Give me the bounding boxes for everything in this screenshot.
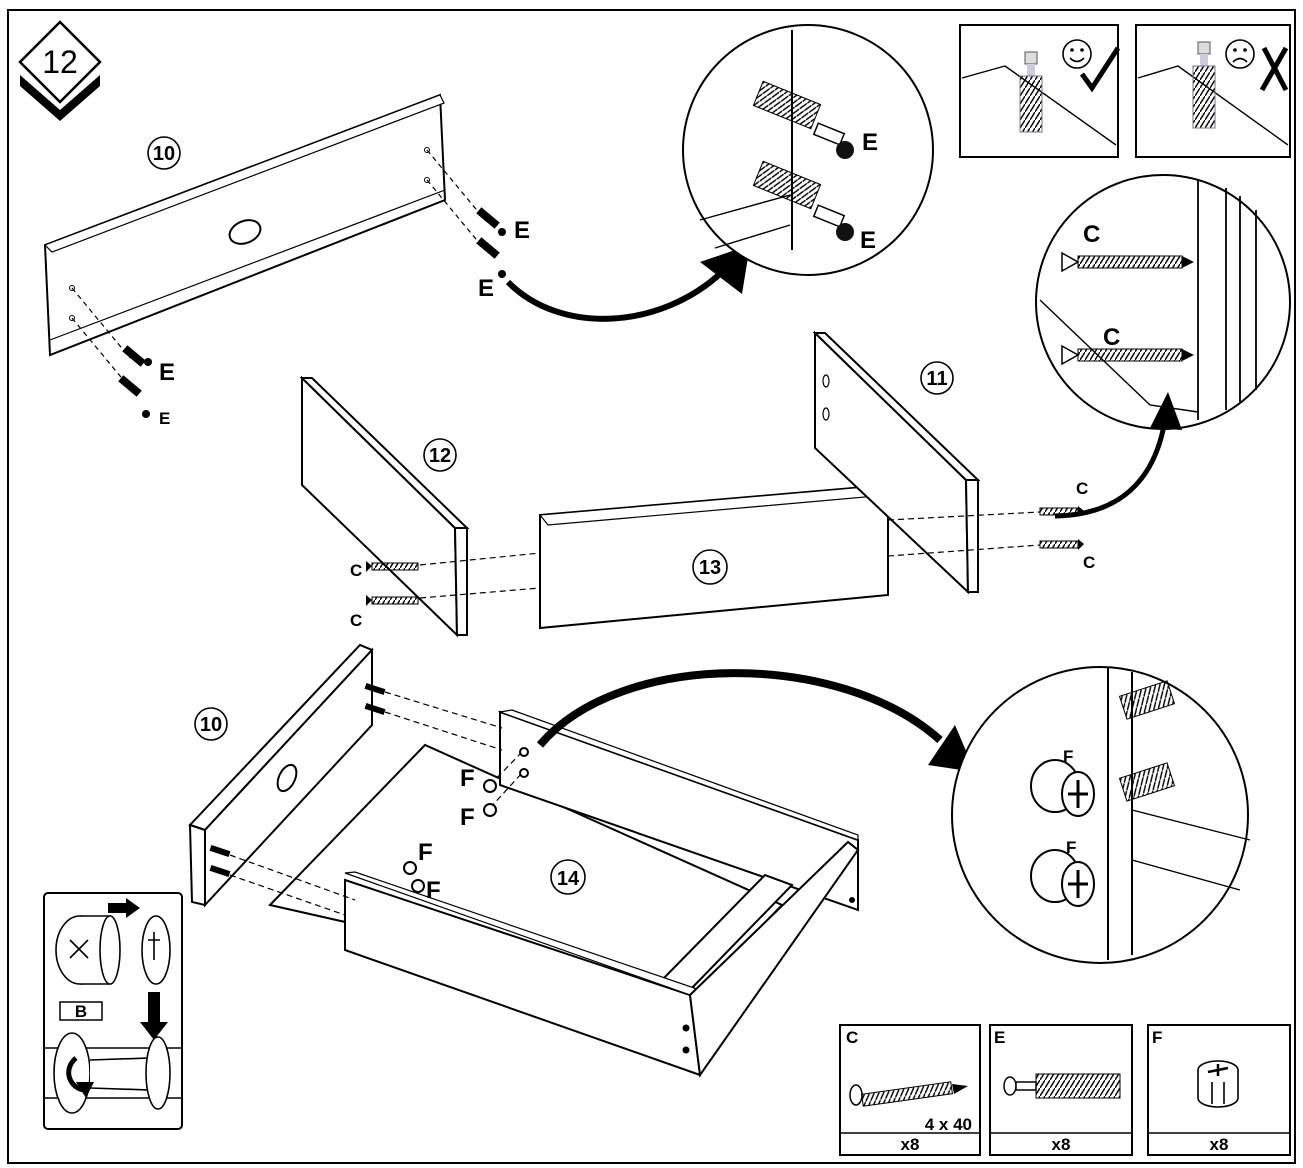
e-label-c: E [514,217,530,244]
cam-lock-icon [1197,1060,1239,1108]
part-label-13-ring [692,549,728,585]
cam-bolt-incorrect-icon [1192,41,1216,129]
arrow-to-e-zoom [505,269,725,322]
e-zoom-label-1: E [862,129,878,156]
c-label-a: C [350,561,362,580]
part-label-10-bottom: 10 [200,714,222,736]
part-label-14: 14 [557,868,580,890]
part-label-14-ring [550,859,586,895]
f-zoom-label-1: F [1063,747,1073,766]
c-screw-guides [419,511,1041,599]
part-label-10-bottom-ring [194,707,228,741]
arrow-head-c-zoom [1150,392,1182,430]
f-zoom-label-2: F [1066,838,1076,857]
c-screw-zoom [1035,174,1291,430]
panel-11 [812,330,981,595]
e-bolt-guides-top [71,149,486,389]
e-label-a: E [159,359,175,386]
c-zoom-label-2: C [1103,324,1120,351]
arrow-to-f-zoom [536,669,943,748]
panel-13 [538,483,889,630]
e-bolt-zoom [682,24,934,276]
f-label-a: F [460,765,475,792]
e-label-b: E [159,409,170,428]
f-label-b: F [460,804,475,831]
part-label-11-ring [920,361,954,395]
panel-10-bottom [188,643,374,908]
part-label-10-top-ring [147,136,181,170]
hardware-cell-f [1147,1024,1291,1156]
c-screws-row2 [366,506,1084,606]
arrow-to-c-zoom [1054,419,1168,519]
hardware-cell-c [839,1024,981,1156]
hardware-qty-e: x8 [1052,1135,1071,1154]
step-badge: 12 [18,20,102,121]
hardware-table [839,1024,1291,1156]
c-label-c: C [1076,479,1088,498]
frown-cross-icon [1225,39,1289,92]
e-label-d: E [478,275,494,302]
f-label-d: F [426,877,441,904]
hardware-letter-c: C [846,1028,858,1047]
panel-12 [299,375,470,638]
part-label-12: 12 [429,445,451,467]
smile-check-icon [1062,39,1121,93]
panel-10-top [43,93,447,357]
e-zoom-label-2: E [860,227,876,254]
part-label-13: 13 [699,557,721,579]
f-cam-locks [403,747,529,893]
hardware-cell-e [989,1024,1133,1156]
part-label-10-top: 10 [153,143,175,165]
hardware-letter-e: E [994,1028,1005,1047]
arrow-head-e-zoom [700,245,750,294]
f-cam-zoom [951,666,1251,964]
correct-fitting-box [959,24,1121,158]
incorrect-fitting-box [1135,24,1291,158]
wood-screw-icon [849,1081,968,1107]
hardware-qty-c: x8 [901,1135,920,1154]
part-label-11: 11 [926,368,947,390]
page-border [7,9,1296,1164]
hardware-qty-f: x8 [1210,1135,1229,1154]
cam-bolt-correct-icon [1019,51,1043,133]
part-label-12-ring [423,438,457,472]
bottom-assembly-guides [229,691,523,916]
c-label-d: C [1083,553,1095,572]
drawer-front [344,840,860,1078]
f-label-c: F [418,839,433,866]
hardware-letter-f: F [1152,1028,1162,1047]
bottom-dowels [209,683,386,877]
c-label-b: C [350,611,362,630]
hardware-size-c: 4 x 40 [925,1115,972,1134]
c-zoom-label-1: C [1083,221,1100,248]
e-bolts-top [118,207,506,418]
cam-bolt-icon [1003,1073,1121,1099]
drawer-side-and-back [497,709,859,992]
step-number: 12 [42,44,78,80]
cam-lock-instruction-inset [43,892,183,1130]
cam-b-label: B [75,1002,87,1021]
